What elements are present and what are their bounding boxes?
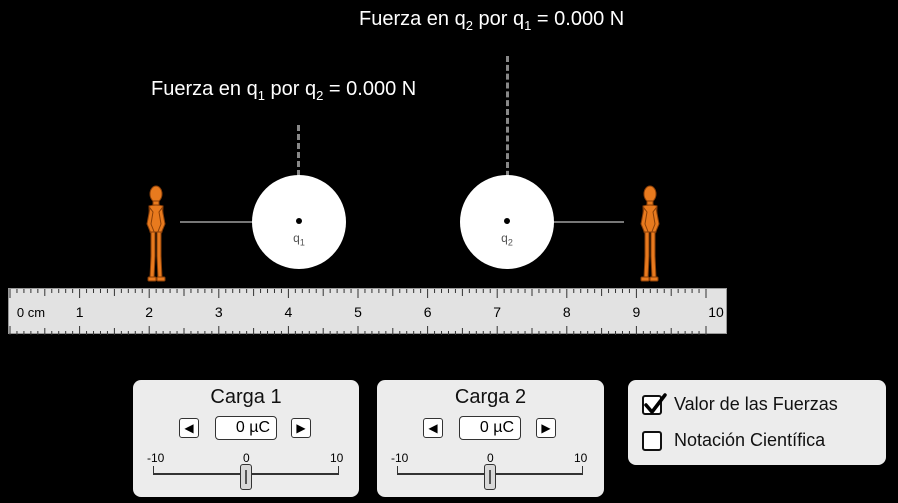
charge1-max-label: 10 [330,451,344,465]
charge1-slider-thumb[interactable] [240,464,252,490]
force-text: Fuerza en q [151,78,258,100]
charge2-value: 0 µC [459,416,521,440]
charge2-decrease-button[interactable]: ◀ [423,418,443,438]
scientific-notation-option[interactable]: Notación Científica [642,430,825,451]
force-text: por q [264,78,317,100]
charge-q1[interactable]: q1 [252,175,346,269]
force-value: = 0.000 N [531,8,625,30]
ruler-label: 6 [424,304,432,320]
ruler[interactable]: 0 cm 1 2 3 4 5 6 7 8 9 10 [8,288,727,335]
person-left-icon [146,185,166,282]
force-label-q2: Fuerza en q2 por q1 = 0.000 N [359,8,624,33]
scientific-notation-label: Notación Científica [674,430,826,450]
charge2-title: Carga 2 [454,386,527,408]
force-text: por q [472,8,525,30]
force-indicator-q1 [297,125,300,221]
charge1-min-label: -10 [147,451,165,465]
force-sub: 2 [316,88,324,103]
options-panel: Valor de las Fuerzas Notación Científica [628,380,886,465]
checkmark-icon [644,392,667,414]
charge-center-dot [296,218,302,224]
ruler-label: 9 [633,304,641,320]
scientific-notation-checkbox[interactable] [642,430,662,451]
force-values-option[interactable]: Valor de las Fuerzas [642,392,838,415]
charge2-slider-tick [582,466,583,474]
charge2-min-label: -10 [391,451,409,465]
ruler-label: 10 [708,304,724,320]
charge1-slider-tick [153,466,154,474]
charge2-increase-button[interactable]: ▶ [536,418,556,438]
force-sub: 2 [465,18,473,33]
force-indicator-q2 [506,56,509,221]
charge2-slider-tick [397,466,398,474]
charge1-panel: Carga 1 ◀ 0 µC ▶ -10 0 10 [133,380,359,497]
force-sub: 1 [257,88,265,103]
ruler-label: 2 [145,304,153,320]
ruler-label: 5 [354,304,362,320]
force-values-checkbox[interactable] [642,392,667,415]
charge1-increase-button[interactable]: ▶ [291,418,311,438]
ruler-label: 8 [563,304,571,320]
ruler-label: 3 [215,304,223,320]
charge1-mid-label: 0 [243,451,250,465]
charge2-panel: Carga 2 ◀ 0 µC ▶ -10 0 10 [377,380,604,497]
force-values-label: Valor de las Fuerzas [674,394,838,414]
force-sub: 1 [524,18,532,33]
force-value: = 0.000 N [323,78,417,100]
ruler-label: 4 [285,304,293,320]
force-text: Fuerza en q [359,8,466,30]
ruler-label: 0 cm [17,305,45,320]
ruler-label: 1 [76,304,84,320]
charge1-value: 0 µC [215,416,277,440]
charge1-slider-tick [338,466,339,474]
charge2-slider-thumb[interactable] [484,464,496,490]
person-right-icon [640,185,660,282]
charge1-title: Carga 1 [210,386,282,408]
force-label-q1: Fuerza en q1 por q2 = 0.000 N [151,78,416,103]
charge-q1-label: q1 [293,231,305,248]
charge2-mid-label: 0 [487,451,494,465]
charge-center-dot [504,218,510,224]
ruler-label: 7 [493,304,501,320]
charge1-decrease-button[interactable]: ◀ [179,418,199,438]
rope-left [180,221,255,223]
charge-q2-label: q2 [501,231,513,248]
charge-q2[interactable]: q2 [460,175,554,269]
ruler-ticks: 0 cm 1 2 3 4 5 6 7 8 9 10 [9,289,724,335]
charge2-max-label: 10 [574,451,588,465]
rope-right [552,221,624,223]
